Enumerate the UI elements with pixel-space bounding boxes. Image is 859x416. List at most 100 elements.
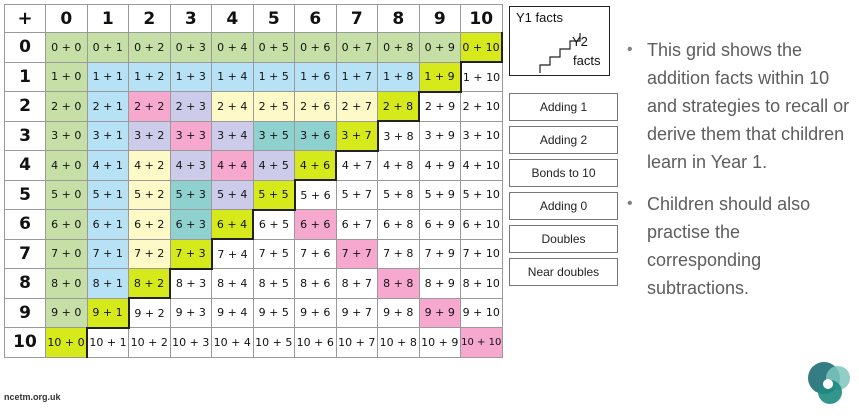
grid-cell: 2 + 6 <box>294 91 337 122</box>
bullet-icon: • <box>627 41 633 58</box>
grid-cell: 5 + 8 <box>377 179 420 210</box>
grid-cell: 2 + 10 <box>460 91 503 122</box>
grid-cell: 3 + 5 <box>252 120 295 151</box>
grid-cell: 9 + 5 <box>252 297 295 328</box>
row-header: 0 <box>4 32 46 63</box>
grid-cell: 7 + 7 <box>335 238 378 269</box>
grid-cell: 3 + 3 <box>169 120 212 151</box>
legend-near-doubles: Near doubles <box>509 258 618 286</box>
plus-sign: + <box>4 4 46 33</box>
grid-cell: 6 + 3 <box>169 209 212 240</box>
grid-cell: 9 + 2 <box>128 297 171 328</box>
grid-cell: 0 + 9 <box>418 32 461 63</box>
grid-cell: 3 + 0 <box>45 120 88 151</box>
grid-cell: 6 + 2 <box>128 209 171 240</box>
grid-cell: 1 + 4 <box>211 61 254 92</box>
grid-cell: 1 + 7 <box>335 61 378 92</box>
grid-cell: 4 + 0 <box>45 150 88 181</box>
legend-label: Adding 0 <box>539 199 588 213</box>
row-header: 4 <box>4 150 46 181</box>
grid-cell: 5 + 9 <box>418 179 461 210</box>
grid-cell: 3 + 10 <box>460 120 503 151</box>
grid-cell: 7 + 9 <box>418 238 461 269</box>
grid-cell: 4 + 9 <box>418 150 461 181</box>
grid-cell: 5 + 4 <box>211 179 254 210</box>
grid-cell: 0 + 8 <box>377 32 420 63</box>
grid-cell: 1 + 3 <box>169 61 212 92</box>
grid-cell: 8 + 9 <box>418 268 461 299</box>
grid-cell: 3 + 9 <box>418 120 461 151</box>
grid-cell: 1 + 0 <box>45 61 88 92</box>
grid-cell: 0 + 2 <box>128 32 171 63</box>
grid-cell: 2 + 0 <box>45 91 88 122</box>
footer-url: ncetm.org.uk <box>4 392 61 402</box>
grid-cell: 3 + 8 <box>377 120 420 151</box>
y2-label: Y2 <box>572 34 588 49</box>
grid-cell: 6 + 6 <box>294 209 337 240</box>
grid-cell: 3 + 7 <box>335 120 379 152</box>
row-header: 9 <box>4 297 46 328</box>
row-header: 1 <box>4 61 46 92</box>
grid-cell: 1 + 9 <box>418 61 462 93</box>
column-header: 3 <box>169 4 212 33</box>
legend-label: Adding 2 <box>539 133 588 147</box>
grid-cell: 10 + 9 <box>418 327 461 358</box>
grid-cell: 9 + 3 <box>169 297 212 328</box>
grid-cell: 1 + 10 <box>460 61 503 92</box>
grid-cell: 8 + 7 <box>335 268 378 299</box>
grid-cell: 2 + 1 <box>86 91 129 122</box>
grid-cell: 9 + 9 <box>418 297 461 328</box>
grid-cell: 10 + 10 <box>460 327 503 358</box>
row-header: 6 <box>4 209 46 240</box>
bullet-text: Children should also practise the corres… <box>647 194 811 298</box>
grid-cell: 6 + 0 <box>45 209 88 240</box>
staircase-icon <box>539 33 581 73</box>
column-header: 4 <box>211 4 254 33</box>
y2-facts-label: facts <box>573 53 601 68</box>
bullet-item: • This grid shows the addition facts with… <box>627 36 855 176</box>
row-header: 8 <box>4 268 46 299</box>
grid-cell: 6 + 4 <box>211 209 254 240</box>
legend-doubles: Doubles <box>509 225 618 253</box>
grid-cell: 7 + 10 <box>460 238 503 269</box>
grid-cell: 10 + 8 <box>377 327 420 358</box>
grid-cell: 6 + 10 <box>460 209 503 240</box>
grid-cell: 8 + 0 <box>45 268 88 299</box>
grid-cell: 5 + 7 <box>335 179 378 210</box>
grid-cell: 5 + 5 <box>252 179 296 211</box>
grid-cell: 5 + 2 <box>128 179 171 210</box>
grid-cell: 2 + 2 <box>128 91 171 122</box>
grid-cell: 7 + 4 <box>211 238 254 269</box>
column-header: 1 <box>86 4 129 33</box>
grid-cell: 3 + 6 <box>294 120 337 151</box>
legend-adding-1: Adding 1 <box>509 93 618 121</box>
grid-cell: 7 + 8 <box>377 238 420 269</box>
bullet-text: This grid shows the addition facts withi… <box>647 40 850 172</box>
grid-cell: 1 + 5 <box>252 61 295 92</box>
grid-cell: 9 + 10 <box>460 297 503 328</box>
grid-cell: 9 + 1 <box>86 297 130 329</box>
grid-cell: 5 + 1 <box>86 179 129 210</box>
grid-cell: 1 + 1 <box>86 61 129 92</box>
grid-cell: 0 + 1 <box>86 32 129 63</box>
row-header: 7 <box>4 238 46 269</box>
legend-adding-0: Adding 0 <box>509 192 618 220</box>
grid-cell: 0 + 7 <box>335 32 378 63</box>
column-header: 0 <box>45 4 88 33</box>
grid-cell: 2 + 4 <box>211 91 254 122</box>
grid-cell: 10 + 6 <box>294 327 337 358</box>
grid-cell: 7 + 0 <box>45 238 88 269</box>
grid-cell: 4 + 10 <box>460 150 503 181</box>
grid-cell: 9 + 7 <box>335 297 378 328</box>
grid-cell: 10 + 1 <box>86 327 129 358</box>
grid-cell: 10 + 7 <box>335 327 378 358</box>
grid-cell: 10 + 0 <box>45 327 88 358</box>
grid-cell: 1 + 8 <box>377 61 420 92</box>
grid-cell: 8 + 8 <box>377 268 420 299</box>
